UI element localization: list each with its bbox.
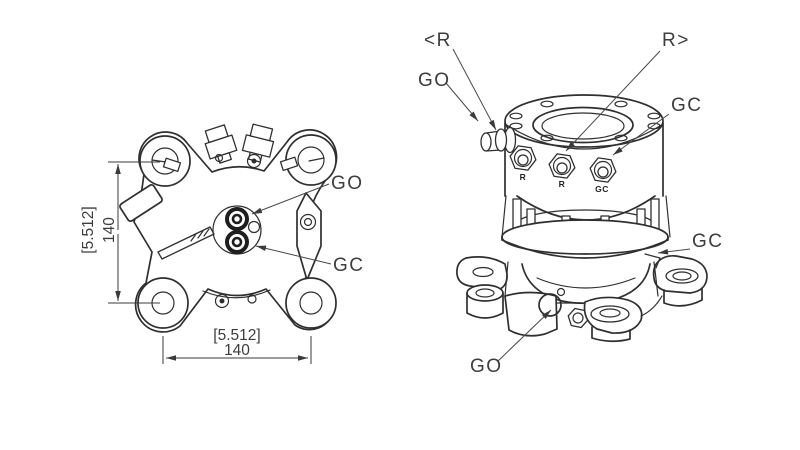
port-go-hole xyxy=(231,213,243,225)
base-front-right-hole xyxy=(599,308,621,318)
right-diamond-hole xyxy=(303,217,313,227)
base-left-boss-side xyxy=(466,292,504,319)
port-left xyxy=(509,145,537,171)
port-gc-hole xyxy=(231,236,243,248)
dim-vertical-secondary: [5.512] xyxy=(80,206,97,253)
right-diamond-ring xyxy=(299,213,317,231)
base-front-right-foot xyxy=(591,326,631,343)
cage-ring-face xyxy=(501,236,669,259)
cage-side-walls xyxy=(501,195,671,238)
base-valley xyxy=(556,295,663,317)
bottom-bridge-arc xyxy=(202,289,271,299)
iso-label-rotate-right: R> xyxy=(662,30,690,51)
dim-horizontal-primary: 140 xyxy=(224,342,250,359)
front-view-dimensions: [5.512] 140 [5.512] 140 xyxy=(80,161,312,364)
boss-top-left-hole xyxy=(151,147,179,175)
dim-vertical-primary: 140 xyxy=(101,217,118,243)
port-right xyxy=(589,157,617,183)
cylinder-bottom-arc xyxy=(516,195,656,221)
iso-view-labels: GO <R R> GC GC GO xyxy=(418,30,724,377)
port-middle xyxy=(548,153,576,179)
center-small-hole xyxy=(247,220,261,234)
bottom-bridge-ring-center xyxy=(219,298,225,304)
base-left-edge xyxy=(504,261,509,297)
dim-horizontal-secondary: [5.512] xyxy=(213,327,260,344)
left-handle xyxy=(119,184,163,222)
flange-top xyxy=(504,94,664,148)
side-port xyxy=(480,126,517,154)
base-front-right-boss xyxy=(590,305,630,323)
flange-bolt-holes xyxy=(509,100,661,142)
top-fitting-right xyxy=(241,123,275,163)
front-view-labels: GO GC xyxy=(251,173,365,276)
port-gc-ring xyxy=(225,230,249,254)
front-label-go: GO xyxy=(331,173,364,194)
iso-label-gc-lower: GC xyxy=(692,231,724,252)
bridge-ring-center xyxy=(251,158,257,164)
boss-top-right-key xyxy=(279,156,299,172)
iso-label-gc-upper: GC xyxy=(671,95,703,116)
base-right-boss-hole xyxy=(672,271,692,281)
base-left-boss-hole xyxy=(475,288,495,298)
iso-label-go-upper: GO xyxy=(418,70,451,91)
boss-bottom-right xyxy=(285,277,337,329)
bottom-bridge-ring xyxy=(214,293,230,309)
stamp-port-right: GC xyxy=(595,184,609,194)
front-label-gc: GC xyxy=(333,255,365,276)
boss-top-left-key-line xyxy=(151,159,167,163)
bottom-bridge-hole xyxy=(247,294,257,304)
iso-label-rotate-left: <R xyxy=(424,30,452,51)
boss-top-right-hole xyxy=(297,146,325,174)
base-front-panel xyxy=(504,291,558,337)
iso-view: R R GC GO <R R> GC GC GO xyxy=(418,30,724,377)
flange-opening-inner xyxy=(541,112,625,140)
boss-top-left-key xyxy=(162,157,182,173)
iso-label-go-lower: GO xyxy=(470,356,503,377)
boss-bottom-right-hole xyxy=(299,291,323,315)
boss-top-right-key-line xyxy=(308,157,325,162)
stamp-port-left: R xyxy=(520,172,527,182)
slot-hatch xyxy=(190,228,210,242)
base-small-hole xyxy=(556,287,566,297)
bridge-ring xyxy=(246,153,262,169)
flange-rim xyxy=(504,123,664,150)
base-left-boss xyxy=(466,284,504,302)
base-left-ear-hole xyxy=(472,266,494,278)
base-hex-plug xyxy=(567,307,589,329)
base-right-boss xyxy=(665,268,699,284)
flange-opening-outer xyxy=(532,106,634,144)
stamp-port-middle: R xyxy=(559,179,566,189)
port-go-ring xyxy=(225,207,249,231)
top-fitting-left xyxy=(204,124,238,164)
bridge-hole-left xyxy=(214,153,224,163)
dome-arc xyxy=(536,277,636,289)
base-right-edge xyxy=(644,253,661,297)
base-right-ear-side xyxy=(663,287,703,307)
front-view: [5.512] 140 [5.512] 140 GO GC xyxy=(80,123,365,364)
